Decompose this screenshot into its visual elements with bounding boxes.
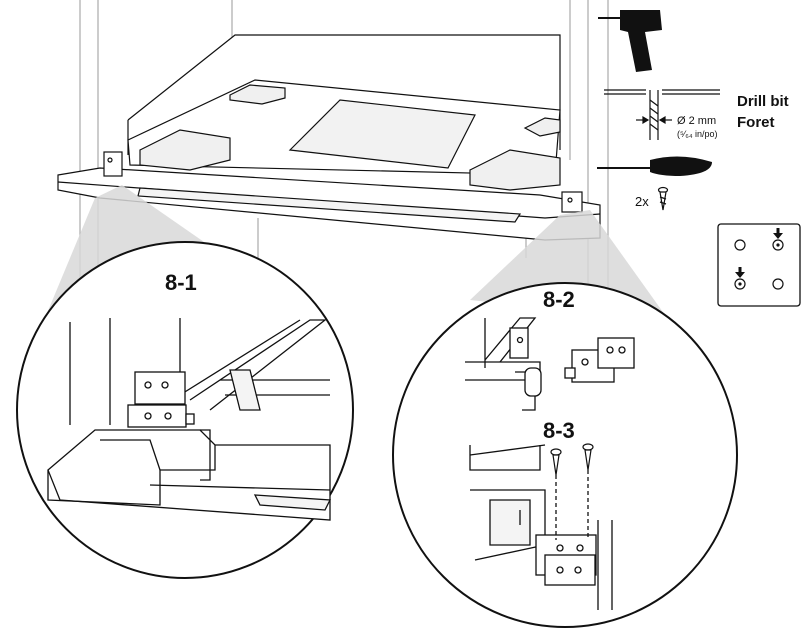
foret-label: Foret bbox=[737, 114, 775, 131]
hole-pattern-panel bbox=[717, 223, 801, 307]
step-label-8-3: 8-3 bbox=[543, 418, 575, 443]
drill-icon bbox=[598, 10, 662, 72]
arrow-down-icon bbox=[735, 267, 745, 278]
arrow-down-icon bbox=[773, 228, 783, 239]
drill-bit-diagram bbox=[604, 89, 720, 140]
drill-bit-diameter: Ø 2 mm bbox=[677, 115, 716, 127]
detail-circle-8-1: 8-1 bbox=[16, 241, 354, 579]
screw-quantity: 2x bbox=[635, 194, 649, 209]
drill-bit-label: Drill bit bbox=[737, 93, 789, 110]
step-label-8-1: 8-1 bbox=[165, 270, 197, 295]
drill-bit-diameter-imperial: (⁵⁄₆₄ in/po) bbox=[677, 129, 718, 139]
detail-circle-8-2-8-3: 8-2 8-3 bbox=[392, 282, 738, 628]
screwdriver-icon bbox=[597, 156, 712, 176]
screw-icon bbox=[657, 186, 669, 211]
screw-icon bbox=[550, 443, 594, 476]
step-label-8-2: 8-2 bbox=[543, 287, 575, 312]
overview-illustration bbox=[57, 0, 609, 300]
